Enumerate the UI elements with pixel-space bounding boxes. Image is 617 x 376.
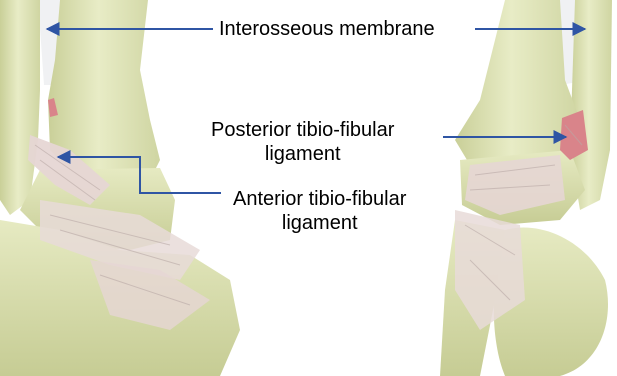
anterior-label-line2: ligament (233, 211, 406, 235)
anterior-tibiofibular-ligament-label: Anterior tibio-fibular ligament (233, 187, 406, 235)
posterior-label-line1: Posterior tibio-fibular (211, 118, 394, 142)
posterior-label-line2: ligament (211, 142, 394, 166)
posterior-tibiofibular-ligament-label: Posterior tibio-fibular ligament (211, 118, 394, 166)
interosseous-membrane-label: Interosseous membrane (215, 17, 439, 41)
posterior-ankle-view (440, 0, 612, 376)
anterior-label-line1: Anterior tibio-fibular (233, 187, 406, 211)
interosseous-membrane-text: Interosseous membrane (219, 17, 435, 41)
anterior-ankle-view (0, 0, 240, 376)
